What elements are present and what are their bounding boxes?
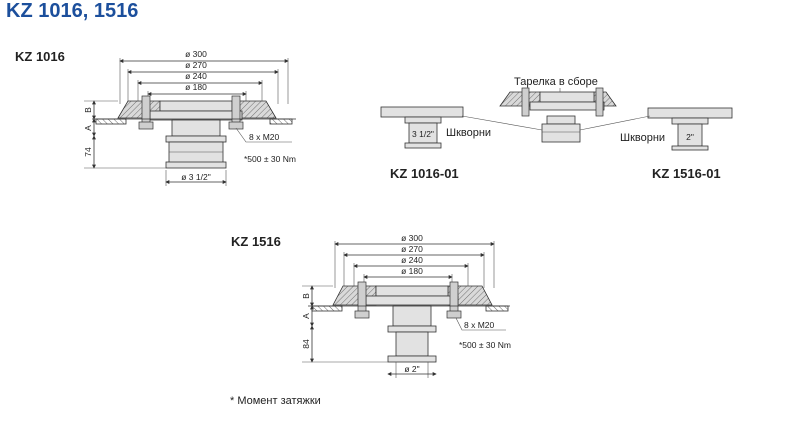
kz1016-d300-label: ø 300 <box>185 49 207 59</box>
kingpin-left-label: Шкворни <box>446 127 491 139</box>
kz1016-outlet-label: ø 3 1/2" <box>181 172 210 182</box>
page-title: KZ 1016, 1516 <box>6 0 139 22</box>
kz1516-d180-label: ø 180 <box>401 266 423 276</box>
left-model-label: KZ 1016-01 <box>390 166 459 181</box>
kz1016-d180-label: ø 180 <box>185 82 207 92</box>
kz1516-bolts-label: 8 x M20 <box>464 320 495 330</box>
kz1016-d240-label: ø 240 <box>185 71 207 81</box>
kz1516-torque-label: *500 ± 30 Nm <box>459 340 511 350</box>
kz1516-d240-label: ø 240 <box>401 255 423 265</box>
kz1516-d300-label: ø 300 <box>401 233 423 243</box>
kz1516-drawing: ø 300 ø 270 ø 240 ø 180 ø 2" B A 84 <box>301 233 511 378</box>
kingpin-right-label: Шкворни <box>620 132 665 144</box>
exploded-view: 3 1/2" 2" Тарелка в сборе Шкворни Шкворн… <box>380 76 733 151</box>
right-model-label: KZ 1516-01 <box>652 166 721 181</box>
kz1016-d270-label: ø 270 <box>185 60 207 70</box>
footnote: * Момент затяжки <box>230 395 321 407</box>
kz1516-heading: KZ 1516 <box>231 234 281 249</box>
kz1016-b-label: B <box>83 107 93 113</box>
kz1016-bolts-label: 8 x M20 <box>249 132 280 142</box>
kz1516-b-label: B <box>301 293 311 299</box>
kz1516-height-label: 84 <box>301 339 311 349</box>
left-size-label: 3 1/2" <box>412 129 434 139</box>
kz1016-drawing: ø 300 ø 270 ø 240 ø 180 ø 3 1/2" <box>83 49 296 186</box>
right-size-label: 2" <box>686 132 694 142</box>
kz1516-a-label: A <box>301 313 311 319</box>
kz1016-height-label: 74 <box>83 147 93 157</box>
kz1516-outlet-label: ø 2" <box>404 364 419 374</box>
kz1016-torque-label: *500 ± 30 Nm <box>244 154 296 164</box>
kz1016-a-label: A <box>83 125 93 131</box>
assembly-label: Тарелка в сборе <box>514 76 598 88</box>
kz1016-heading: KZ 1016 <box>15 49 65 64</box>
kz1516-d270-label: ø 270 <box>401 244 423 254</box>
